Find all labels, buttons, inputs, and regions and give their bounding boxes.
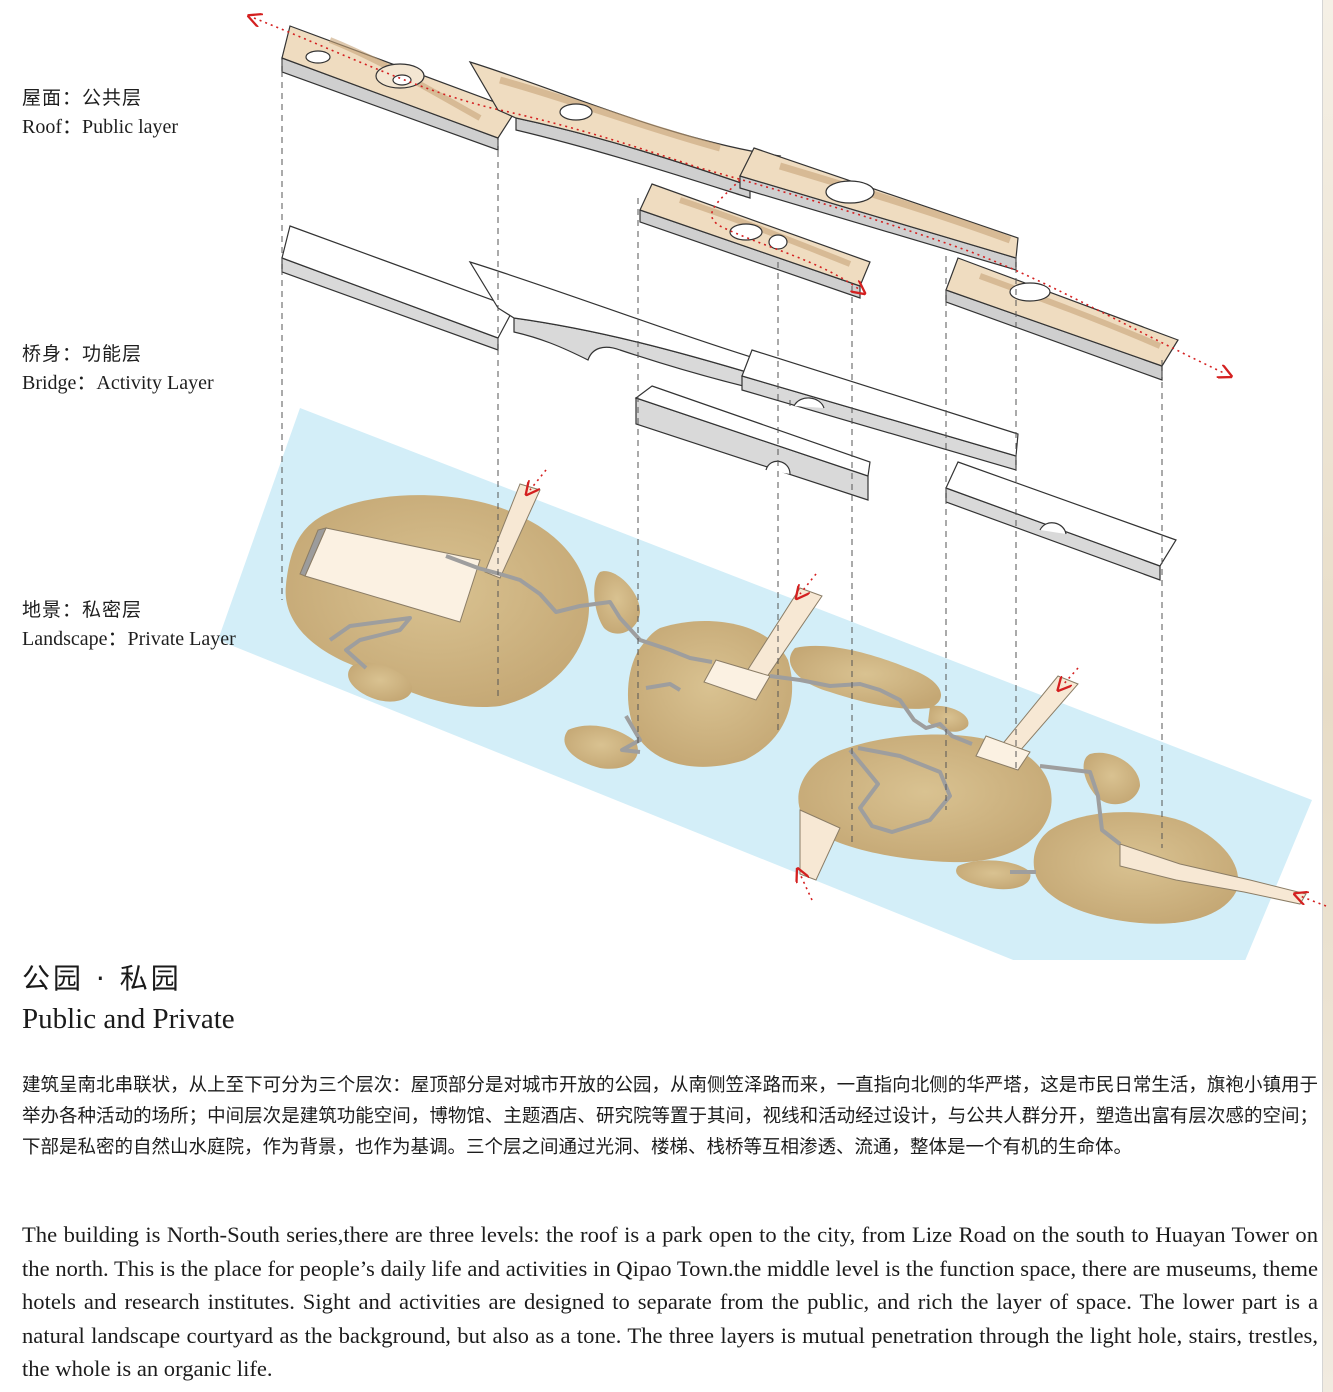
label-roof: 屋面：公共层 Roof：Public layer: [22, 84, 178, 142]
label-bridge: 桥身：功能层 Bridge：Activity Layer: [22, 340, 214, 398]
island-1-spit: [348, 662, 413, 702]
roof-route-main: [254, 18, 1226, 374]
island-3: [627, 621, 793, 767]
light-hole-3: [559, 103, 593, 121]
label-bridge-cn: 桥身：功能层: [22, 343, 143, 365]
label-roof-en: Roof：Public layer: [22, 116, 179, 138]
island-2: [594, 571, 640, 634]
landscape-route-1: [530, 469, 547, 490]
label-landscape-en: Landscape：Private Layer: [22, 628, 236, 650]
bridge-slab-e-top: [945, 461, 1177, 567]
landscape-route-5: [1300, 896, 1327, 907]
light-hole-1: [305, 50, 331, 64]
description-cn: 建筑呈南北串联状，从上至下可分为三个层次：屋顶部分是对城市开放的公园，从南侧笠泽…: [22, 1075, 1318, 1158]
title-en: Public and Private: [22, 1003, 235, 1035]
island-3-spit: [564, 725, 638, 769]
exploded-axonometric-diagram: [218, 0, 1327, 960]
light-hole-4: [729, 223, 763, 241]
roof-layer: [281, 25, 1179, 381]
description-en: The building is North-South series,there…: [22, 1222, 1318, 1381]
landscape-structures: [299, 483, 1307, 905]
trestle-paths: [328, 554, 1122, 874]
pier-south-1: [799, 809, 841, 881]
hall-block-3: [975, 735, 1031, 771]
light-hole-6: [825, 180, 875, 204]
label-bridge-en: Bridge：Activity Layer: [22, 372, 214, 394]
landscape-route-3: [1062, 667, 1079, 686]
label-roof-cn: 屋面：公共层: [22, 87, 143, 109]
page-edge-rule: [1322, 0, 1323, 1392]
island-4: [789, 645, 942, 709]
title-cn: 公园 · 私园: [22, 962, 182, 995]
landscape-route-2: [800, 573, 817, 594]
label-landscape: 地景：私密层 Landscape：Private Layer: [22, 596, 236, 654]
light-hole-5: [768, 234, 788, 250]
section-title: 公园 · 私园 Public and Private: [22, 958, 235, 1038]
page-edge-strip: [1323, 0, 1333, 1392]
roof-route-branch: [711, 179, 860, 290]
route-arrows: [254, 18, 1327, 907]
label-landscape-cn: 地景：私密层: [22, 599, 143, 621]
bridge-slab-c-top: [634, 385, 871, 477]
island-7-spit: [956, 860, 1031, 890]
hall-block-2: [703, 659, 771, 701]
